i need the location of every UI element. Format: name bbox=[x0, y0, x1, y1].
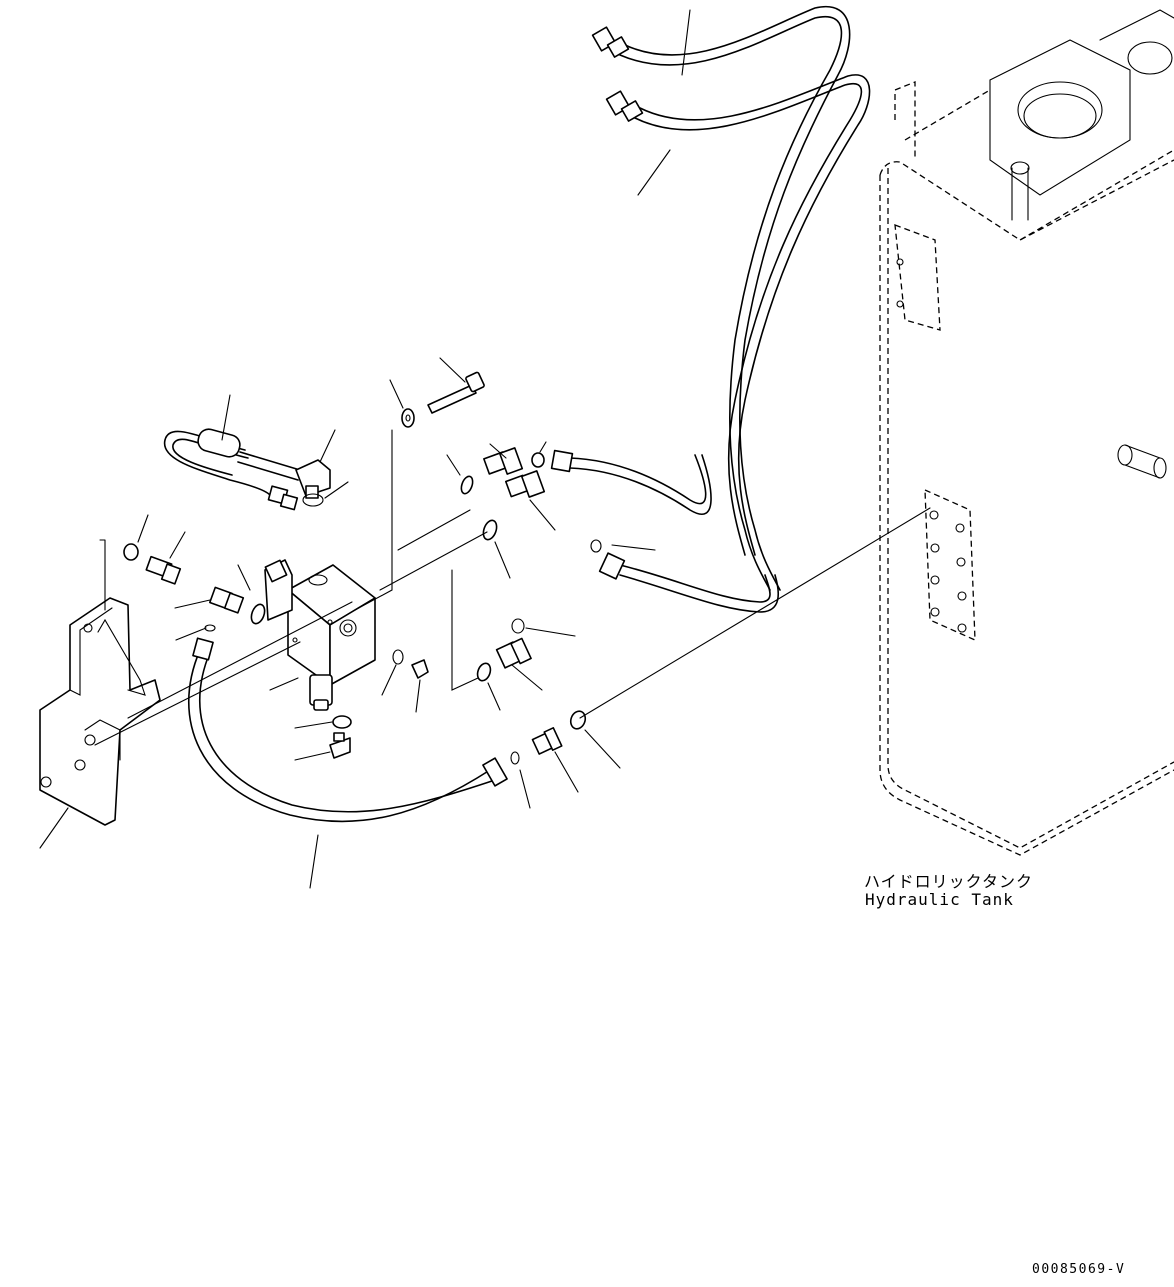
leader-line bbox=[94, 641, 301, 746]
hydraulic-tank bbox=[879, 9, 1174, 856]
document-code: 00085069-V bbox=[1032, 1262, 1126, 1277]
fittings bbox=[123, 357, 931, 809]
tank-label-english: Hydraulic Tank bbox=[865, 890, 1014, 909]
lower-hose bbox=[187, 637, 508, 889]
mounting-bracket bbox=[39, 539, 161, 849]
tank-label-japanese: ハイドロリックタンク bbox=[864, 872, 1034, 891]
middle-hoses bbox=[550, 449, 780, 613]
pressure-sensor bbox=[163, 394, 349, 511]
valve-block bbox=[264, 559, 376, 711]
upper-hoses bbox=[591, 5, 871, 591]
